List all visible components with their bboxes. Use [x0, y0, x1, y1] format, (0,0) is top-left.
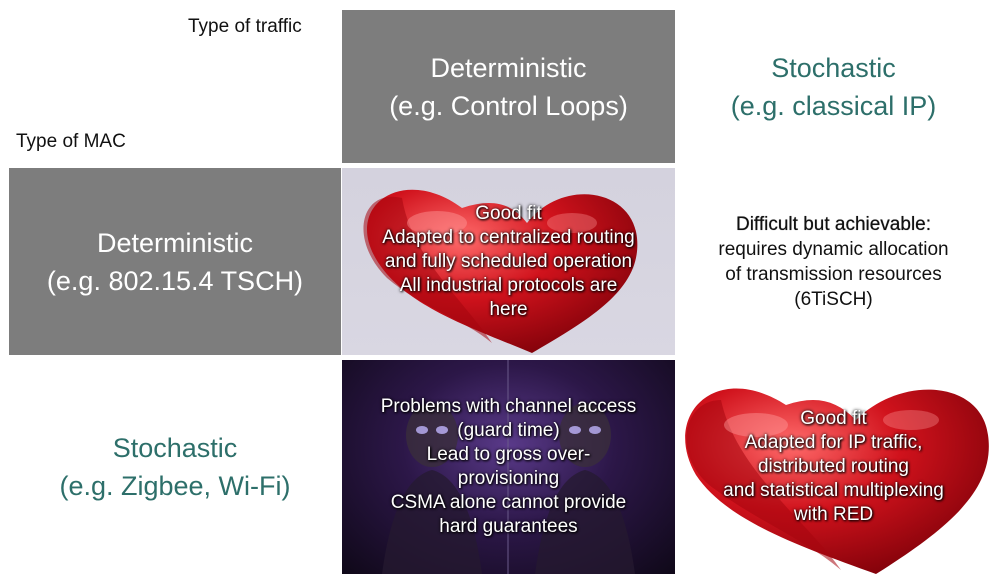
- row-header-stochastic: Stochastic (e.g. Zigbee, Wi-Fi): [9, 360, 341, 574]
- cell-line: with RED: [793, 504, 874, 525]
- traffic-type-label: Type of traffic: [188, 16, 302, 37]
- cell-line: distributed routing: [757, 456, 910, 477]
- cell-line: requires dynamic allocation: [718, 238, 949, 260]
- cell-line: Adapted for IP traffic,: [744, 432, 923, 453]
- cell-line: Good fit: [800, 408, 867, 429]
- hearts-image: [363, 189, 638, 353]
- cell-line: Problems with channel access: [380, 396, 637, 417]
- cell-text: Good fit Adapted to centralized routing …: [342, 168, 675, 355]
- column-header-title: Stochastic: [771, 52, 896, 83]
- row-header-title: Stochastic: [112, 433, 238, 463]
- cell-line: (guard time): [457, 420, 560, 441]
- cell-deterministic-stochastic: Difficult but achievable: requires dynam…: [676, 168, 991, 355]
- column-header-deterministic: Deterministic (e.g. Control Loops): [342, 10, 675, 163]
- cell-line: and fully scheduled operation: [384, 250, 633, 272]
- row-header-subtitle: (e.g. Zigbee, Wi-Fi): [59, 471, 291, 501]
- cell-text: Good fit Adapted for IP traffic, distrib…: [676, 360, 991, 574]
- row-header-subtitle: (e.g. 802.15.4 TSCH): [46, 265, 304, 296]
- hearts-image: [685, 388, 989, 574]
- row-header-title: Deterministic: [96, 227, 253, 258]
- cell-line: of transmission resources: [725, 263, 942, 285]
- skeleton-image: [382, 360, 635, 574]
- cell-line: Good fit: [475, 202, 542, 224]
- cell-line: hard guarantees: [439, 516, 578, 537]
- cell-line: All industrial protocols are: [399, 274, 618, 296]
- row-header-deterministic: Deterministic (e.g. 802.15.4 TSCH): [9, 168, 341, 355]
- column-header-subtitle: (e.g. classical IP): [730, 90, 937, 121]
- column-header-subtitle: (e.g. Control Loops): [389, 90, 628, 121]
- cell-stochastic-stochastic: Good fit Adapted for IP traffic, distrib…: [676, 360, 991, 574]
- cell-stochastic-deterministic: Problems with channel access (guard time…: [342, 360, 675, 574]
- column-header-stochastic: Stochastic (e.g. classical IP): [676, 10, 991, 163]
- cell-line: (6TiSCH): [794, 288, 873, 310]
- cell-line: CSMA alone cannot provide: [390, 492, 627, 513]
- cell-line: here: [489, 298, 528, 320]
- mac-type-label: Type of MAC: [16, 131, 126, 152]
- cell-line: Adapted to centralized routing: [382, 226, 635, 248]
- cell-deterministic-deterministic: Good fit Adapted to centralized routing …: [342, 168, 675, 355]
- column-header-title: Deterministic: [430, 52, 587, 83]
- cell-heading: Difficult but achievable:: [735, 213, 932, 235]
- cell-text: Problems with channel access (guard time…: [342, 360, 675, 574]
- cell-line: provisioning: [457, 468, 560, 489]
- cell-line: Lead to gross over-: [426, 444, 591, 465]
- cell-line: and statistical multiplexing: [723, 480, 944, 501]
